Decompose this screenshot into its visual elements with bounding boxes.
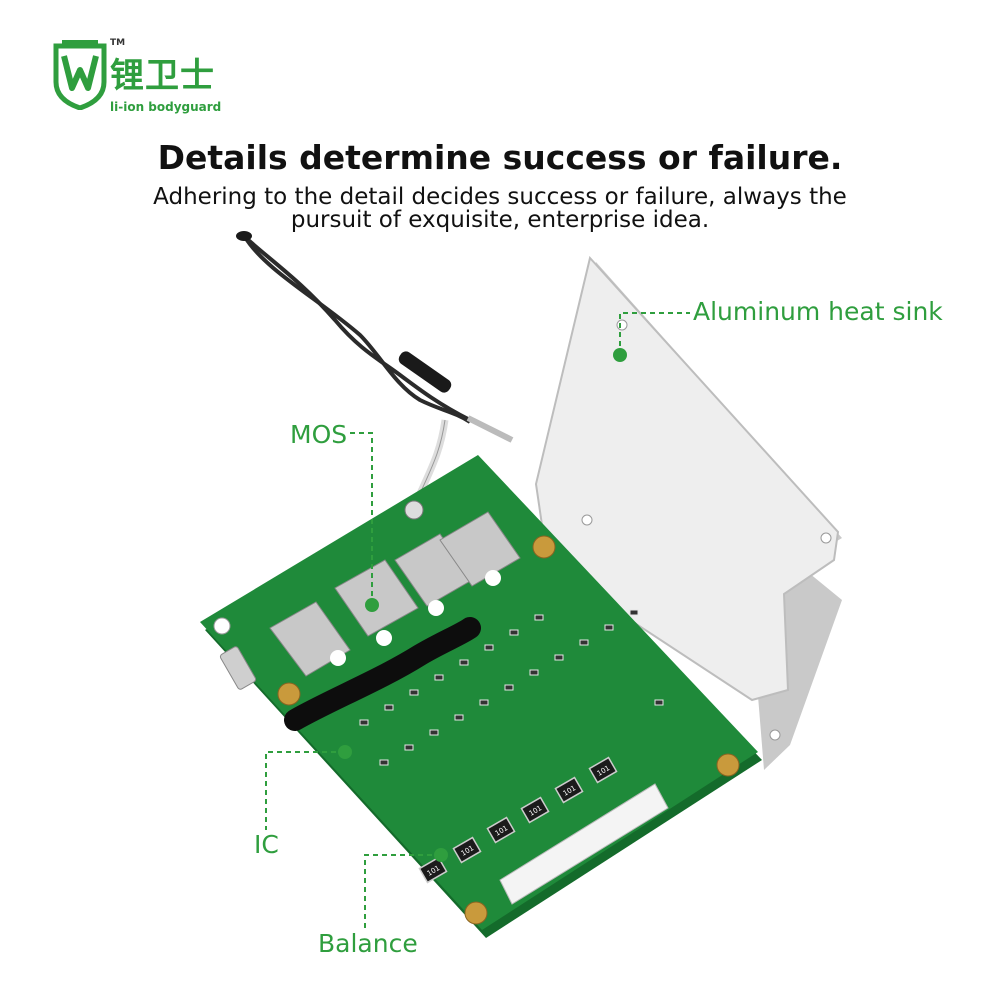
heat-sink-marker-dot	[613, 348, 627, 362]
ic-marker-dot	[338, 745, 352, 759]
callout-ic: IC	[254, 830, 279, 859]
shield-logo-icon	[53, 40, 107, 110]
headline: Details determine success or failure.	[157, 138, 843, 177]
component-columns	[359, 609, 664, 766]
brass-standoffs	[277, 535, 740, 925]
balance-marker-dot	[434, 848, 448, 862]
mosfet-group	[269, 511, 521, 677]
subline: Adhering to the detail decides success o…	[153, 184, 847, 233]
callout-heat-sink: Aluminum heat sink	[693, 297, 943, 326]
brand-name-en: li-ion bodyguard	[110, 100, 222, 114]
brand-logo: TM 锂卫士 li-ion bodyguard	[52, 38, 232, 120]
callout-leaders	[265, 312, 690, 930]
mos-marker-dot	[365, 598, 379, 612]
balance-resistors	[418, 756, 618, 884]
aluminum-heat-sink	[534, 255, 842, 770]
callout-balance: Balance	[318, 929, 418, 958]
trademark-label: TM	[110, 38, 126, 48]
brand-name-cn: 锂卫士	[110, 56, 215, 96]
balance-connector	[499, 783, 669, 905]
bms-pcb-board	[200, 455, 762, 938]
callout-mos: MOS	[290, 420, 348, 449]
